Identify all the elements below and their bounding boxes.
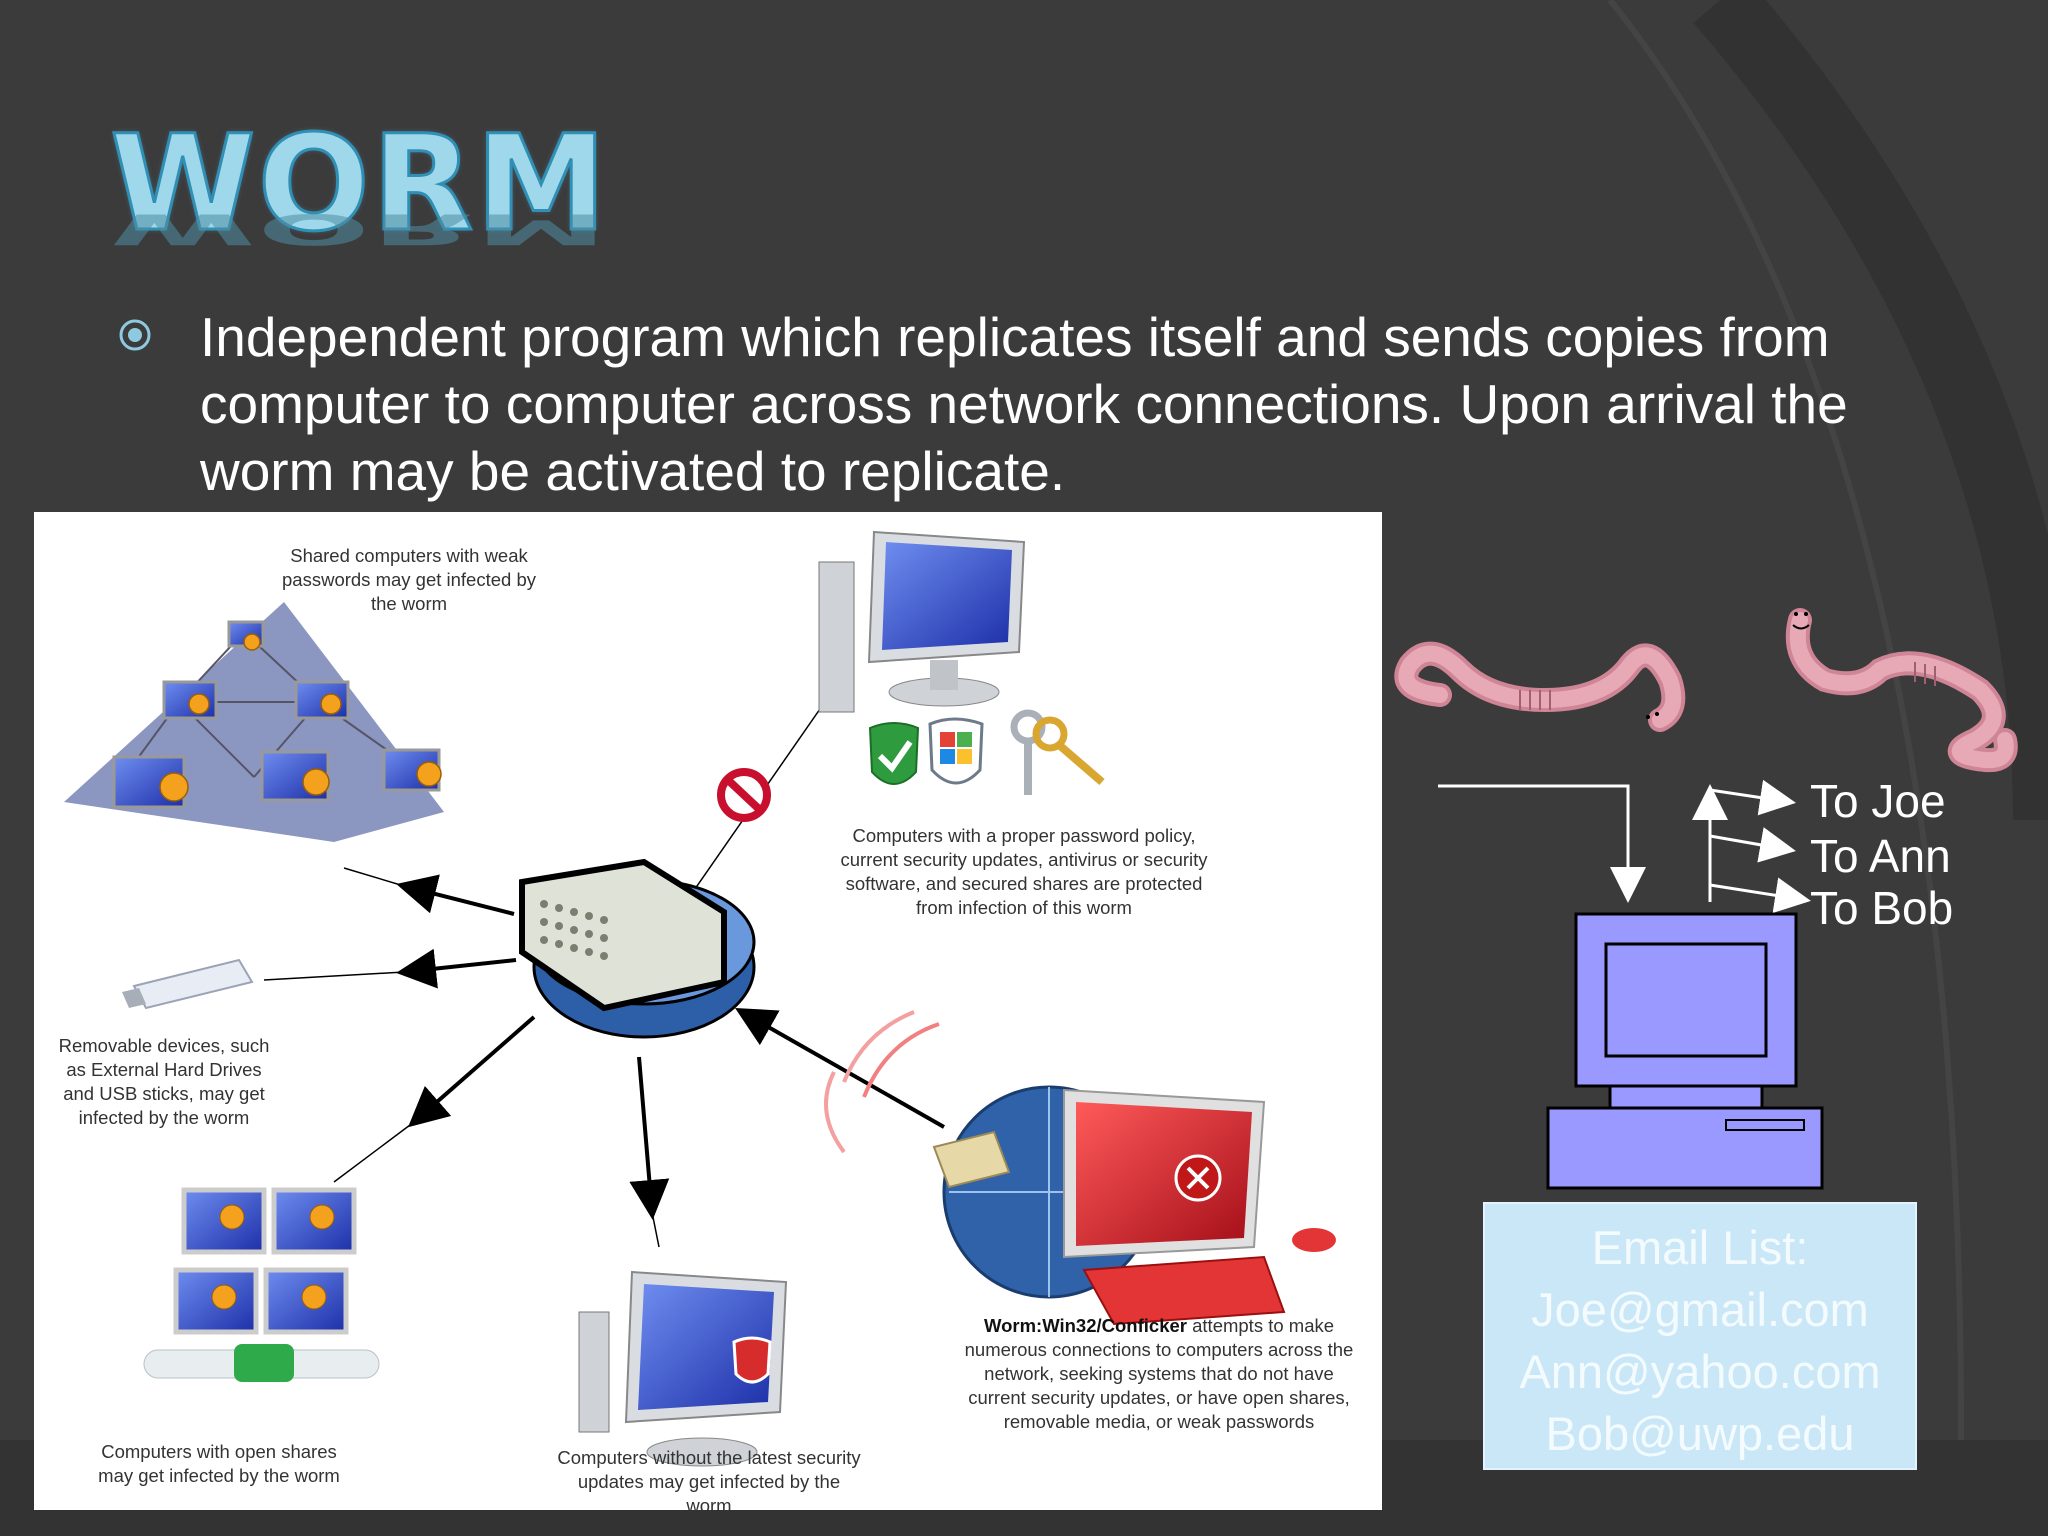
shared-computers-network [64,602,444,842]
slide-title-reflection: WORM [110,204,609,254]
caption-open-shares: Computers with open shares may get infec… [98,1441,340,1486]
email-address: Joe@gmail.com [1531,1283,1869,1336]
blocked-icon [717,768,771,822]
shield-check-icon [868,722,920,785]
target-bob: To Bob [1810,882,1954,934]
target-joe: To Joe [1810,775,1946,827]
target-ann: To Ann [1810,830,1951,882]
usb-drive [122,958,254,1010]
worm-spread-diagram: Shared computers with weak passwords may… [34,512,1382,1516]
spread-arrows [396,874,945,1220]
caption-no-updates: Computers without the latest security up… [557,1447,861,1516]
email-address: Bob@uwp.edu [1545,1407,1855,1460]
bullet-text: Independent program which replicates its… [200,306,1848,502]
windows-shield-icon [928,717,984,785]
caption-conficker: Worm:Win32/Conficker attempts to make nu… [964,1315,1354,1432]
email-list-heading: Email List: [1591,1221,1809,1274]
email-address: Ann@yahoo.com [1519,1345,1881,1398]
caption-shared-computers: Shared computers with weak passwords may… [282,545,536,614]
network-hub [519,858,756,1039]
caption-removable-devices: Removable devices, such as External Hard… [58,1035,270,1128]
infected-computer [824,1010,1336,1326]
caption-protected-computers: Computers with a proper password policy,… [840,825,1208,918]
unpatched-computer [578,1270,788,1467]
email-list-box: Email List: Joe@gmail.com Ann@yahoo.com … [1483,1202,1917,1470]
open-shares-computers [143,1187,380,1382]
protected-computer [818,530,1026,713]
diagram-graphics [64,530,1336,1467]
bullet-icon [119,319,151,351]
keys-icon [1010,709,1105,795]
slide-title: WORM [109,107,609,261]
